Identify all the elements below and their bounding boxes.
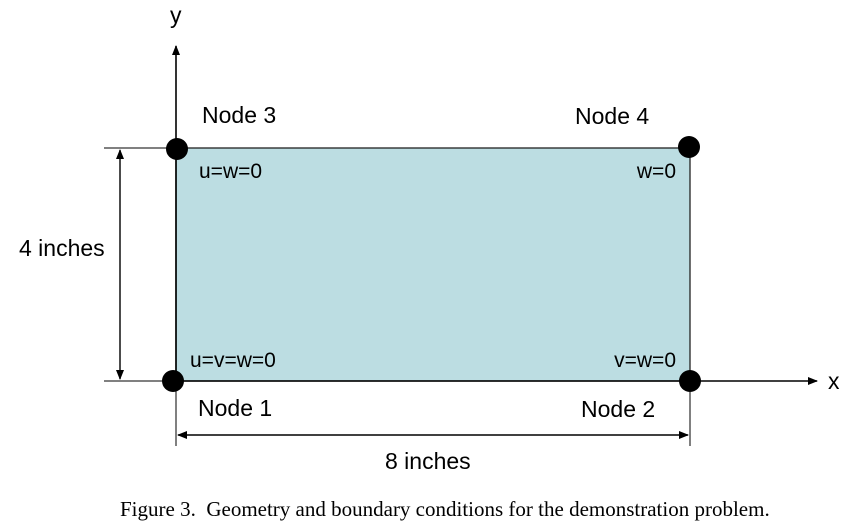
node-2-boundary-condition: v=w=0 xyxy=(614,349,676,372)
plate xyxy=(175,147,691,382)
height-label-backdrop xyxy=(18,234,118,262)
node-3-boundary-condition: u=w=0 xyxy=(199,160,262,183)
x-axis-label: x xyxy=(828,368,840,394)
node-3-label: Node 3 xyxy=(202,102,276,128)
node-1-label: Node 1 xyxy=(198,395,272,421)
node-3-dot xyxy=(166,138,188,160)
height-dimension-label: 4 inches xyxy=(19,235,105,261)
node-1-dot xyxy=(162,370,184,392)
node-4-boundary-condition: w=0 xyxy=(636,160,676,183)
node-4-dot xyxy=(678,136,700,158)
node-2-dot xyxy=(679,370,701,392)
node-4-label: Node 4 xyxy=(575,103,649,129)
figure-caption: Figure 3. Geometry and boundary conditio… xyxy=(120,497,770,521)
node-1-boundary-condition: u=v=w=0 xyxy=(190,349,276,372)
node-2-label: Node 2 xyxy=(581,396,655,422)
y-axis-label: y xyxy=(170,2,182,28)
width-dimension-label: 8 inches xyxy=(385,448,471,474)
